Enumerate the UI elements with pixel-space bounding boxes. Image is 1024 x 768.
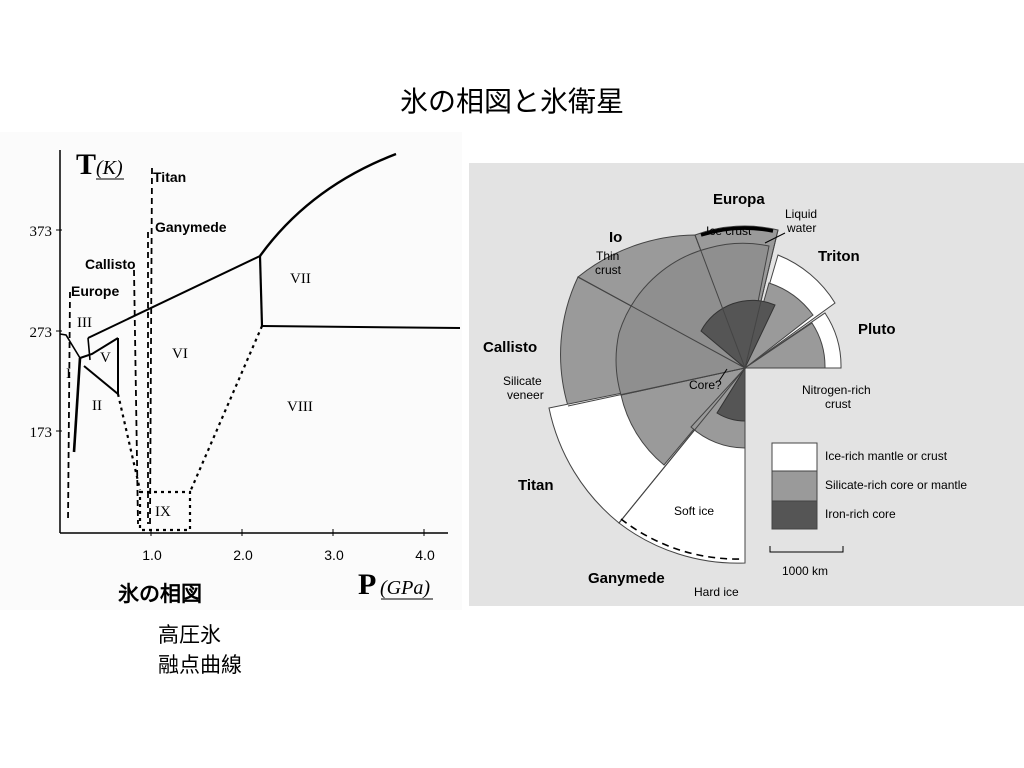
x-tick-label: 1.0 xyxy=(142,547,162,563)
x-tick-label: 3.0 xyxy=(324,547,344,563)
phase-diagram-svg: 373 273 173 1.0 2.0 3.0 4.0 T (K) P (GPa… xyxy=(30,148,461,601)
annotation-liquid-water-1: Liquid xyxy=(785,207,817,221)
legend-label-iron: Iron-rich core xyxy=(825,507,896,521)
radial-line xyxy=(694,234,746,369)
legend-label-silicate: Silicate-rich core or mantle xyxy=(825,478,967,492)
melting-curve-upper xyxy=(259,152,397,257)
legend-swatch-ice xyxy=(771,442,818,472)
annotation-ice-crust: Ice crust xyxy=(706,224,752,238)
phase-label-vi: VI xyxy=(172,346,188,362)
boundary-ice-iii-small xyxy=(87,337,91,361)
phase-label-vii: VII xyxy=(290,271,311,287)
x-tick-label: 4.0 xyxy=(415,547,435,563)
radial-line xyxy=(577,276,746,369)
wedge-triton-silicate xyxy=(744,282,814,370)
annotation-nitrogen-crust-1: Nitrogen-rich xyxy=(802,383,871,397)
moon-label-triton: Triton xyxy=(818,248,860,265)
callisto-line xyxy=(133,269,139,525)
y-tick-label: 373 xyxy=(30,224,53,240)
moon-label-io: Io xyxy=(609,229,622,246)
annotation-silicate-veneer-1: Silicate xyxy=(503,374,542,388)
moon-label-titan: Titan xyxy=(153,169,186,185)
annotation-liquid-water-2: water xyxy=(786,221,816,235)
titan-line xyxy=(149,167,153,525)
annotation-nitrogen-crust-2: crust xyxy=(825,397,852,411)
silicate-ring xyxy=(615,242,770,396)
boundary-vii-viii-high xyxy=(261,325,461,329)
radial-line xyxy=(618,367,746,524)
phase-label-ix: IX xyxy=(155,504,171,520)
note-high-pressure-ice: 高圧氷 xyxy=(158,623,221,647)
moon-label-pluto: Pluto xyxy=(858,321,896,338)
annotation-soft-ice: Soft ice xyxy=(674,504,714,518)
moon-label-callisto: Callisto xyxy=(483,339,537,356)
europe-line xyxy=(67,291,71,523)
note-melting-curve: 融点曲線 xyxy=(158,653,242,677)
phase-label-i: I xyxy=(66,366,71,382)
annotation-silicate-veneer-2: veneer xyxy=(507,388,544,402)
wedge-titan-silicate xyxy=(620,367,747,466)
phase-diagram: 373 273 173 1.0 2.0 3.0 4.0 T (K) P (GPa… xyxy=(0,132,462,610)
x-axis-unit: (GPa) xyxy=(380,577,430,599)
y-axis-unit: (K) xyxy=(96,157,123,179)
legend-label-ice: Ice-rich mantle or crust xyxy=(825,449,948,463)
phase-diagram-caption: 氷の相図 xyxy=(118,582,202,606)
moon-structure-svg: Europa Io Triton Pluto Callisto Titan Ga… xyxy=(483,191,967,599)
boundary-ice-vi-vii-liquid xyxy=(87,255,261,339)
moon-label-callisto: Callisto xyxy=(85,256,136,272)
phase-label-ii: II xyxy=(92,398,102,414)
moon-label-titan: Titan xyxy=(518,477,554,494)
ganymede-hard-ice-arc xyxy=(620,518,744,560)
x-axis-letter: P xyxy=(358,568,376,601)
legend-swatch-iron xyxy=(771,500,818,530)
notes: 高圧氷 融点曲線 xyxy=(158,620,242,680)
moon-label-europa: Europa xyxy=(713,191,765,208)
radial-line xyxy=(567,367,746,407)
moon-label-ganymede: Ganymede xyxy=(155,219,227,235)
phase-label-viii: VIII xyxy=(287,399,313,415)
boundary-ice-ii-iii xyxy=(83,365,119,395)
annotation-thin-crust-1: Thin xyxy=(596,249,619,263)
scale-label: 1000 km xyxy=(782,564,828,578)
boundary-ice-i-iii xyxy=(72,357,82,453)
iron-core-upper xyxy=(700,299,776,369)
scale-bar xyxy=(769,546,844,553)
phase-label-v: V xyxy=(100,350,111,366)
boundary-ice-iii-v xyxy=(79,337,119,359)
boundary-ii-ix-dotted xyxy=(116,393,142,491)
pointer-liquid-water xyxy=(764,232,786,244)
annotation-hard-ice: Hard ice xyxy=(694,585,739,599)
x-tick-label: 2.0 xyxy=(233,547,253,563)
europa-ice-crust-arc xyxy=(700,226,774,237)
y-tick-label: 173 xyxy=(30,425,53,441)
boundary-vi-viii-dotted xyxy=(188,325,264,493)
annotation-thin-crust-2: crust xyxy=(595,263,622,277)
ice-ix-box-dotted xyxy=(138,490,192,532)
annotation-core: Core? xyxy=(689,378,722,392)
moon-label-ganymede: Ganymede xyxy=(588,570,665,587)
pointer-core xyxy=(718,368,728,382)
y-axis-letter: T xyxy=(76,148,96,181)
legend-swatch-silicate xyxy=(771,470,818,502)
y-tick-label: 273 xyxy=(30,325,53,341)
boundary-vii-viii xyxy=(258,255,264,327)
phase-label-iii: III xyxy=(77,315,92,331)
moon-label-europe: Europe xyxy=(71,283,119,299)
boundary-ice-i-liquid xyxy=(59,333,81,359)
moon-structure-diagram: Europa Io Triton Pluto Callisto Titan Ga… xyxy=(469,163,1024,606)
radial-line xyxy=(744,229,779,369)
slide-title: 氷の相図と氷衛星 xyxy=(399,85,624,118)
